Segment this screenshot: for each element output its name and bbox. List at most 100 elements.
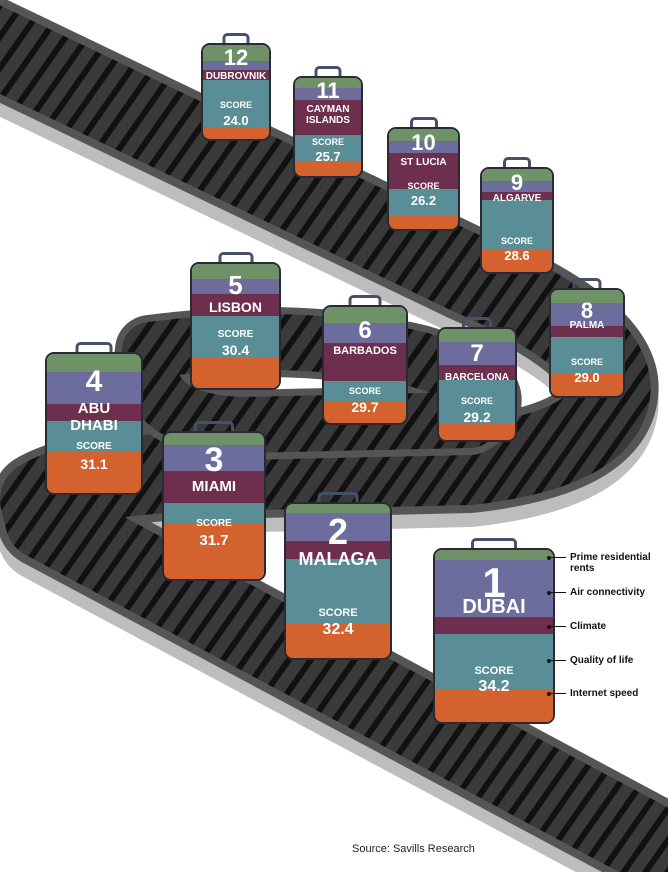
life-band bbox=[439, 380, 515, 425]
suitcase-handle-icon bbox=[317, 492, 359, 502]
destination-name: MALAGA bbox=[298, 549, 378, 569]
internet-band bbox=[439, 424, 515, 440]
air-band bbox=[551, 302, 623, 327]
destination-name: DUBAI bbox=[462, 596, 526, 618]
legend-label: Quality of life bbox=[570, 655, 634, 666]
suitcase-handle-icon bbox=[222, 33, 250, 43]
legend-label: Air connectivity bbox=[570, 587, 646, 598]
suitcase-body bbox=[322, 305, 408, 425]
rank-number: 10 bbox=[411, 130, 436, 155]
climate-band bbox=[203, 70, 269, 80]
rents-band bbox=[47, 354, 141, 373]
life-band bbox=[551, 336, 623, 373]
suitcase-body bbox=[437, 327, 517, 442]
rents-band bbox=[439, 329, 515, 343]
life-band bbox=[389, 189, 458, 215]
internet-band bbox=[47, 451, 141, 493]
life-band bbox=[435, 634, 553, 690]
score-value: 34.2 bbox=[478, 678, 510, 695]
suitcase-handle-icon bbox=[348, 295, 382, 305]
suitcase-handle-icon bbox=[194, 421, 234, 431]
suitcase-handle-icon bbox=[218, 252, 253, 262]
life-band bbox=[192, 316, 279, 359]
climate-band bbox=[324, 342, 406, 382]
destination-name: PALMA bbox=[569, 320, 605, 331]
destination-name: DUBROVNIK bbox=[205, 71, 267, 82]
internet-band bbox=[164, 523, 264, 579]
destination-name: ABU DHABI bbox=[70, 400, 118, 434]
climate-band bbox=[439, 364, 515, 381]
score-label: SCORE bbox=[348, 386, 381, 396]
score-value: 29.7 bbox=[351, 399, 379, 415]
legend-label: Prime residential rents bbox=[570, 552, 651, 574]
legend-leader-line bbox=[549, 592, 566, 593]
suitcase-handle-icon bbox=[462, 317, 492, 327]
suitcase-handle-icon bbox=[314, 66, 342, 76]
legend-label: Internet speed bbox=[570, 688, 639, 699]
rents-band bbox=[164, 433, 264, 445]
suitcase-handle-icon bbox=[471, 538, 517, 548]
suitcase-body bbox=[480, 167, 554, 274]
rents-band bbox=[286, 504, 390, 514]
rank-number: 11 bbox=[316, 78, 340, 103]
score-label: SCORE bbox=[217, 329, 254, 340]
climate-band bbox=[389, 153, 458, 189]
internet-band bbox=[482, 249, 552, 272]
rank-number: 1 bbox=[482, 559, 506, 606]
score-label: SCORE bbox=[318, 607, 358, 619]
life-band bbox=[324, 381, 406, 403]
suitcase-handle-icon bbox=[572, 278, 602, 288]
climate-band bbox=[47, 404, 141, 421]
internet-band bbox=[324, 402, 406, 423]
score-value: 24.0 bbox=[223, 113, 249, 128]
rank-number: 12 bbox=[223, 45, 249, 70]
climate-band bbox=[482, 191, 552, 200]
destination-name: ST LUCIA bbox=[400, 157, 447, 168]
suitcase-body bbox=[293, 76, 363, 178]
rents-band bbox=[324, 307, 406, 324]
internet-band bbox=[389, 215, 458, 229]
rents-band bbox=[435, 550, 553, 561]
legend-leader-line bbox=[549, 693, 566, 694]
suitcase-body bbox=[433, 548, 555, 724]
air-band bbox=[47, 372, 141, 405]
rank-number: 4 bbox=[85, 365, 103, 398]
climate-band bbox=[435, 617, 553, 635]
rank-number: 6 bbox=[358, 317, 372, 344]
destination-name: BARBADOS bbox=[333, 345, 397, 357]
score-value: 29.0 bbox=[574, 370, 600, 385]
destination-name: ALGARVE bbox=[492, 193, 542, 204]
score-label: SCORE bbox=[311, 137, 344, 147]
air-band bbox=[192, 278, 279, 294]
legend-leader-line bbox=[549, 660, 566, 661]
life-band bbox=[164, 503, 264, 524]
climate-band bbox=[295, 99, 361, 135]
air-band bbox=[439, 342, 515, 365]
air-band bbox=[295, 87, 361, 100]
suitcase-body bbox=[190, 262, 281, 390]
score-value: 31.1 bbox=[80, 456, 108, 472]
air-band bbox=[203, 60, 269, 71]
life-band bbox=[482, 199, 552, 250]
destination-name: CAYMAN ISLANDS bbox=[306, 104, 350, 126]
rank-number: 7 bbox=[470, 340, 484, 367]
score-value: 28.6 bbox=[504, 248, 530, 263]
legend-leader-line bbox=[549, 626, 566, 627]
suitcase-handle-icon bbox=[75, 342, 113, 352]
air-band bbox=[482, 181, 552, 192]
score-label: SCORE bbox=[407, 181, 440, 191]
score-value: 32.4 bbox=[322, 621, 354, 638]
climate-band bbox=[286, 540, 390, 560]
destination-name: BARCELONA bbox=[445, 372, 509, 383]
score-value: 25.7 bbox=[315, 149, 341, 164]
life-band bbox=[295, 134, 361, 163]
